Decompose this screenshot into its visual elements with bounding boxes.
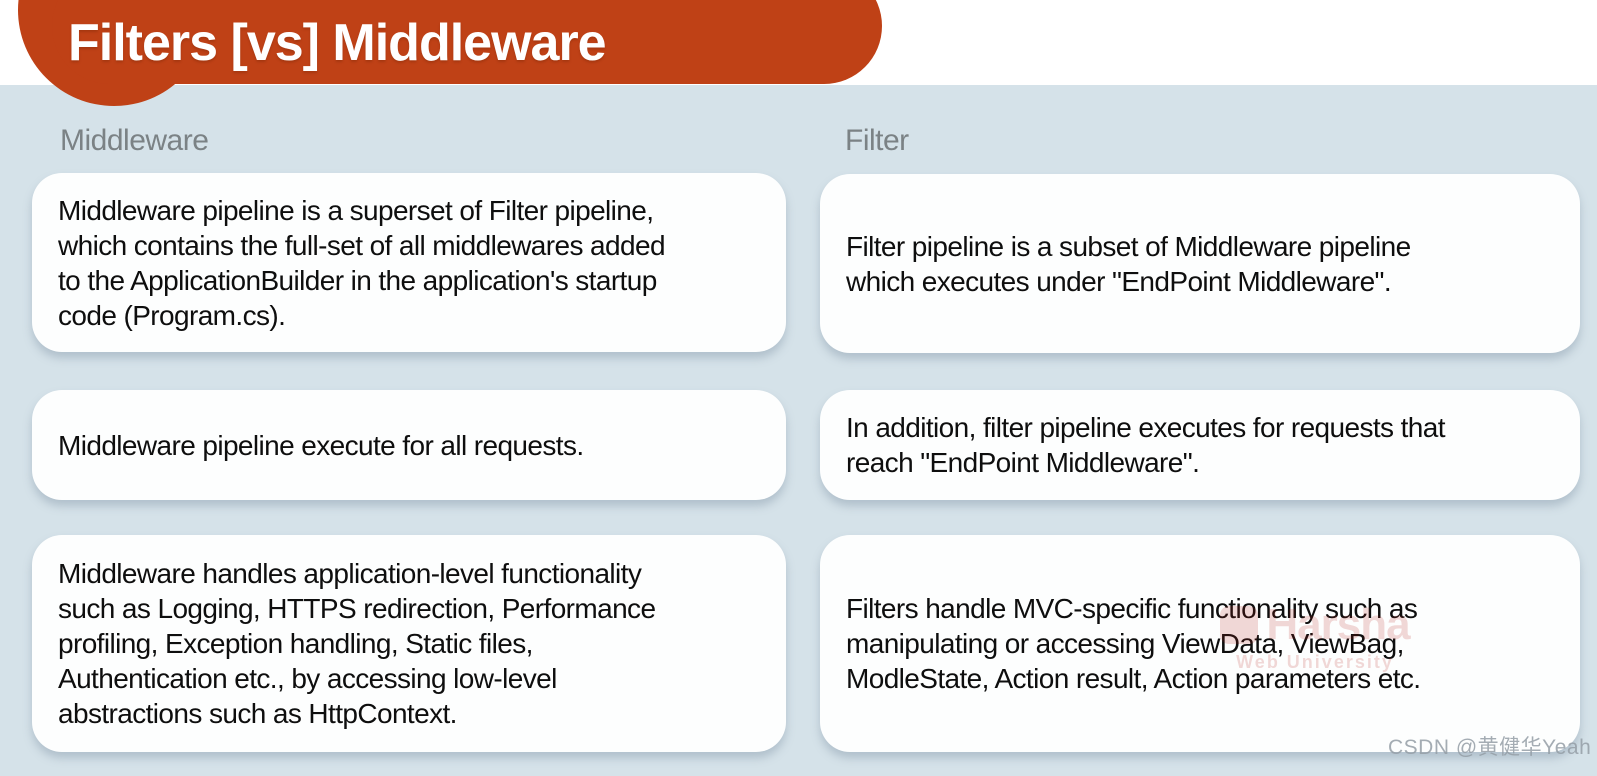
middleware-card-3: Middleware handles application-level fun… [32,535,786,752]
csdn-watermark: CSDN @黄健华Yeah [1388,736,1592,759]
filter-card-2: In addition, filter pipeline executes fo… [820,390,1580,500]
filter-card-3: Filters handle MVC-specific functionalit… [820,535,1580,752]
column-header-middleware: Middleware [60,124,209,157]
page-title: Filters [vs] Middleware [68,14,607,72]
middleware-card-1: Middleware pipeline is a superset of Fil… [32,173,786,352]
filter-card-1: Filter pipeline is a subset of Middlewar… [820,174,1580,353]
title-banner [52,0,882,84]
column-header-filter: Filter [845,124,909,157]
middleware-card-2: Middleware pipeline execute for all requ… [32,390,786,500]
